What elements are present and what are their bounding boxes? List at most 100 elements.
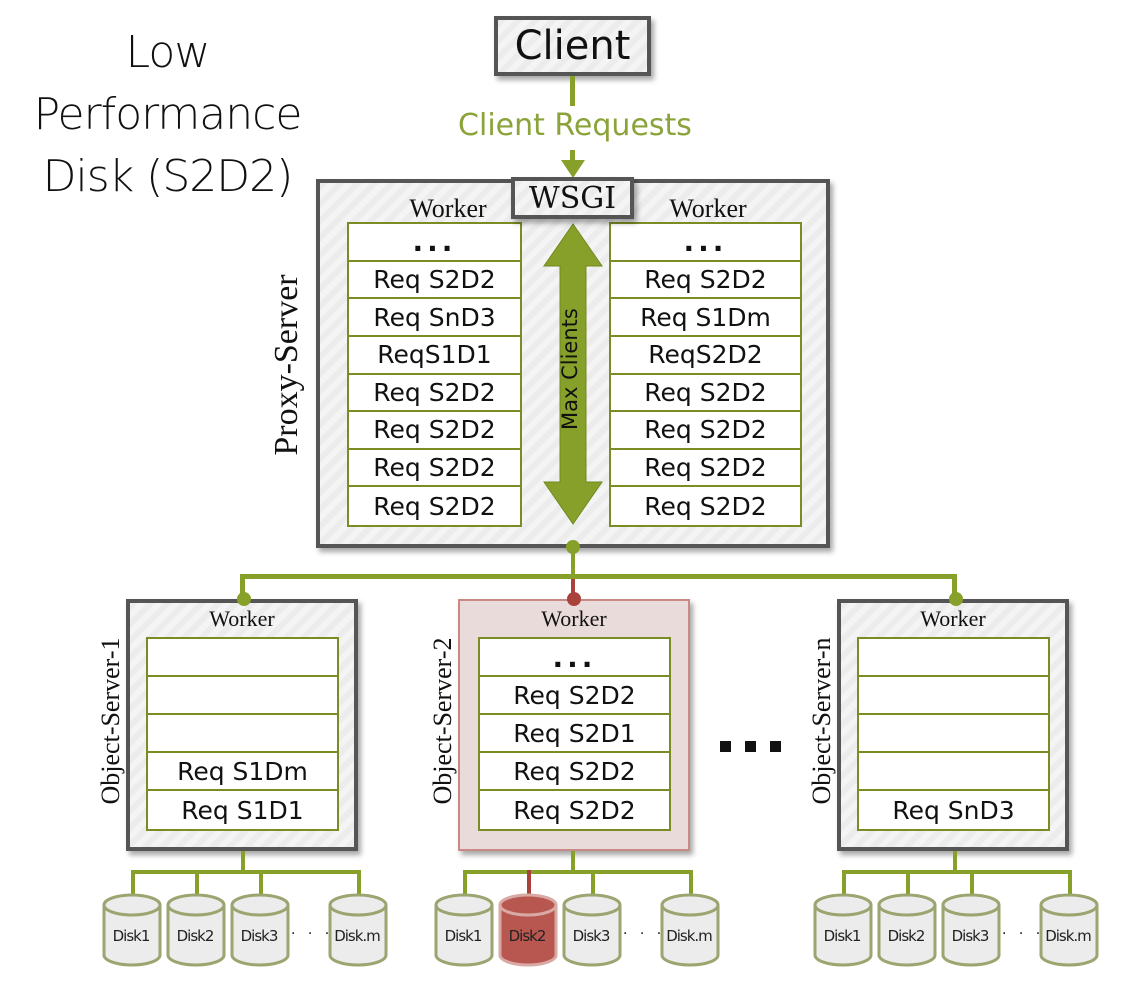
- object-server-label: Object-Server-2: [428, 637, 457, 805]
- connector: [357, 870, 361, 896]
- connector-highlighted: [571, 579, 575, 599]
- connector: [240, 574, 245, 600]
- connector: [463, 870, 692, 874]
- wsgi-label: WSGI: [528, 181, 617, 216]
- connector-node: [567, 592, 581, 606]
- more-disks-ellipsis: · · ·: [291, 926, 334, 942]
- slow-disk-icon: Disk2: [498, 893, 558, 967]
- request-slot: Req S2D2: [349, 412, 520, 450]
- connector: [689, 870, 693, 896]
- request-slot: Req S2D2: [480, 677, 669, 715]
- connector: [131, 870, 135, 896]
- arrow-down-icon: [561, 160, 585, 178]
- connector: [952, 574, 957, 600]
- request-slot: Req S2D2: [611, 450, 800, 488]
- worker-label: Worker: [409, 194, 487, 223]
- connector: [527, 870, 531, 896]
- proxy-server-label: Proxy-Server: [268, 274, 305, 456]
- request-slot: Req S2D2: [611, 262, 800, 300]
- client-label: Client: [514, 23, 631, 69]
- request-slot: ReqS1D1: [349, 337, 520, 375]
- request-slot: Req S2D2: [349, 450, 520, 488]
- worker-label: Worker: [541, 606, 607, 631]
- disk-label: Disk1: [444, 927, 483, 945]
- disk-label: Disk1: [112, 927, 151, 945]
- connector-node: [237, 592, 251, 606]
- disk-icon: Disk1: [434, 893, 494, 967]
- request-slot: Req S2D2: [644, 491, 767, 521]
- disk-label: Disk2: [176, 927, 215, 945]
- disk-icon: Disk2: [877, 893, 937, 967]
- request-slot: Req S2D2: [349, 262, 520, 300]
- disk-label: Disk3: [240, 927, 279, 945]
- empty-slot: [859, 639, 1048, 677]
- disk-label: Disk.m: [334, 927, 381, 945]
- connector: [259, 870, 263, 896]
- request-slot: Req SnD3: [349, 299, 520, 337]
- connector: [463, 870, 467, 896]
- client-requests-label: Client Requests: [458, 108, 692, 143]
- disk-label: Disk3: [951, 927, 990, 945]
- disk-icon: Disk3: [230, 893, 290, 967]
- connector: [1068, 870, 1072, 896]
- connector: [970, 870, 974, 896]
- request-slot: Req S2D2: [373, 491, 496, 521]
- disk-icon: Disk1: [102, 893, 162, 967]
- empty-slot: [859, 677, 1048, 715]
- title-line: Performance: [33, 89, 303, 140]
- disk-icon: Disk1: [813, 893, 873, 967]
- request-slot: Req S2D2: [513, 795, 636, 825]
- client-box: Client: [494, 16, 651, 76]
- connector: [571, 851, 575, 873]
- title-line: Low: [125, 27, 211, 78]
- disk-label: Disk3: [572, 927, 611, 945]
- connector: [195, 870, 199, 896]
- request-slot: Req S2D2: [349, 375, 520, 413]
- request-slot: Req S2D2: [611, 412, 800, 450]
- connector: [570, 150, 575, 164]
- disk-icon: Disk.m: [660, 893, 720, 967]
- request-slot: Req S1Dm: [611, 299, 800, 337]
- empty-slot: [859, 753, 1048, 791]
- object-server-label: Object-Server-1: [96, 637, 125, 805]
- connector-bus: [240, 574, 957, 579]
- worker-label: Worker: [920, 606, 986, 631]
- queue-ellipsis: ...: [349, 224, 520, 262]
- disk-label: Disk.m: [666, 927, 713, 945]
- more-servers-ellipsis: [720, 741, 781, 752]
- empty-slot: [148, 715, 337, 753]
- request-slot: Req S2D2: [611, 375, 800, 413]
- max-clients-label: Max Clients: [558, 308, 582, 430]
- connector: [570, 76, 575, 106]
- disk-label: Disk.m: [1045, 927, 1092, 945]
- disk-icon: Disk3: [562, 893, 622, 967]
- more-disks-ellipsis: · · ·: [1002, 926, 1045, 942]
- disk-icon: Disk3: [941, 893, 1001, 967]
- worker-label: Worker: [209, 606, 275, 631]
- request-slot: Req S1Dm: [148, 753, 337, 791]
- wsgi-box: WSGI: [511, 177, 634, 219]
- disk-icon: Disk2: [166, 893, 226, 967]
- max-clients-arrow-icon: [543, 223, 603, 525]
- title-line: Disk (S2D2): [42, 151, 294, 202]
- request-slot: ReqS2D2: [611, 337, 800, 375]
- connector: [571, 547, 575, 577]
- disk-label: Disk1: [823, 927, 862, 945]
- disk-label: Disk2: [508, 927, 547, 945]
- disk-icon: Disk.m: [1039, 893, 1099, 967]
- request-slot: Req SnD3: [892, 795, 1015, 825]
- queue-ellipsis: ...: [611, 224, 800, 262]
- empty-slot: [148, 639, 337, 677]
- request-slot: Req S1D1: [181, 795, 304, 825]
- disk-icon: Disk.m: [328, 893, 388, 967]
- connector: [906, 870, 910, 896]
- connector: [953, 851, 957, 873]
- object-server-label: Object-Server-n: [807, 637, 836, 805]
- connector: [591, 870, 595, 896]
- queue-ellipsis: ...: [480, 639, 669, 677]
- empty-slot: [859, 715, 1048, 753]
- disk-label: Disk2: [887, 927, 926, 945]
